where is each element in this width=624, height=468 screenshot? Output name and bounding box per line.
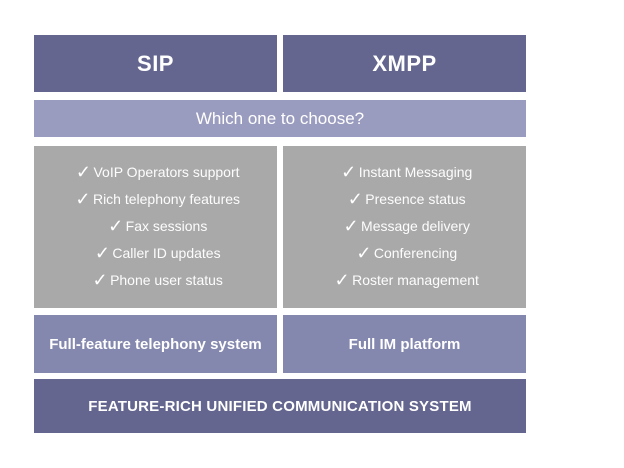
list-item: ✓ Rich telephony features [43,185,268,212]
feature-lists-row: ✓ VoIP Operators support ✓ Rich telephon… [34,146,526,308]
list-item: ✓ Conferencing [324,239,485,266]
feature-label: Message delivery [361,217,470,234]
feature-label: Caller ID updates [112,244,221,261]
header-row: SIP XMPP [34,35,526,100]
feature-label: Instant Messaging [358,163,473,180]
feature-label: Conferencing [373,244,458,261]
column-header-sip: SIP [34,35,277,92]
check-icon: ✓ [334,269,350,290]
feature-label: Rich telephony features [92,190,241,207]
column-header-xmpp: XMPP [283,35,526,92]
feature-label: Roster management [352,271,479,288]
banner-question: Which one to choose? [34,100,526,137]
summary-xmpp: Full IM platform [283,315,526,373]
summary-sip: Full-feature telephony system [34,315,277,373]
feature-label: VoIP Operators support [93,163,240,180]
list-item: ✓ Fax sessions [76,212,236,239]
check-icon: ✓ [94,242,110,263]
check-icon: ✓ [347,188,363,209]
list-item: ✓ Presence status [315,185,493,212]
feature-label: Phone user status [110,271,223,288]
check-icon: ✓ [75,188,91,209]
check-icon: ✓ [92,269,108,290]
list-item: ✓ VoIP Operators support [43,158,267,185]
list-item: ✓ Instant Messaging [309,158,501,185]
list-item: ✓ Phone user status [60,266,251,293]
list-item: ✓ Roster management [302,266,507,293]
check-icon: ✓ [343,215,359,236]
feature-label: Fax sessions [125,217,208,234]
check-icon: ✓ [341,161,357,182]
feature-label: Presence status [365,190,466,207]
feature-list-sip: ✓ VoIP Operators support ✓ Rich telephon… [34,146,277,308]
check-icon: ✓ [75,161,92,182]
footer-conclusion: FEATURE-RICH UNIFIED COMMUNICATION SYSTE… [34,379,526,433]
comparison-diagram: SIP XMPP Which one to choose? ✓ VoIP Ope… [34,35,526,433]
list-item: ✓ Message delivery [311,212,498,239]
check-icon: ✓ [108,215,124,236]
check-icon: ✓ [356,242,372,263]
list-item: ✓ Caller ID updates [62,239,248,266]
summary-row: Full-feature telephony system Full IM pl… [34,315,526,379]
feature-list-xmpp: ✓ Instant Messaging ✓ Presence status ✓ … [283,146,526,308]
